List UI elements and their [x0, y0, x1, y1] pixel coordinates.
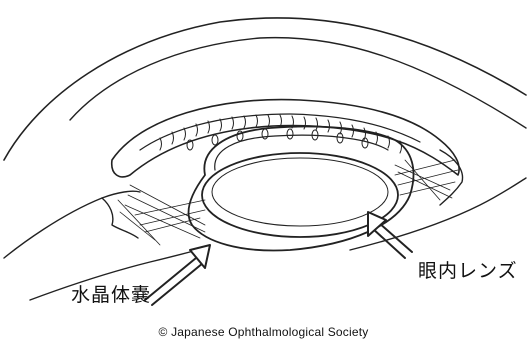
- intraocular-lens-inner: [212, 158, 388, 226]
- zonules-right: [395, 160, 458, 200]
- intraocular-lens-label: 眼内レンズ: [418, 256, 518, 283]
- lens-capsule-label: 水晶体嚢: [71, 280, 151, 307]
- ciliary-left: [102, 198, 138, 238]
- iris-texture: [160, 115, 402, 153]
- capsular-bag: [188, 127, 413, 251]
- zonules-left: [118, 185, 205, 245]
- arrow-lens-capsule: [145, 245, 210, 305]
- ciliary-right: [440, 150, 463, 205]
- copyright-credit: © Japanese Ophthalmological Society: [0, 325, 527, 339]
- right-lower-contour: [350, 178, 526, 250]
- iris-band: [112, 100, 459, 177]
